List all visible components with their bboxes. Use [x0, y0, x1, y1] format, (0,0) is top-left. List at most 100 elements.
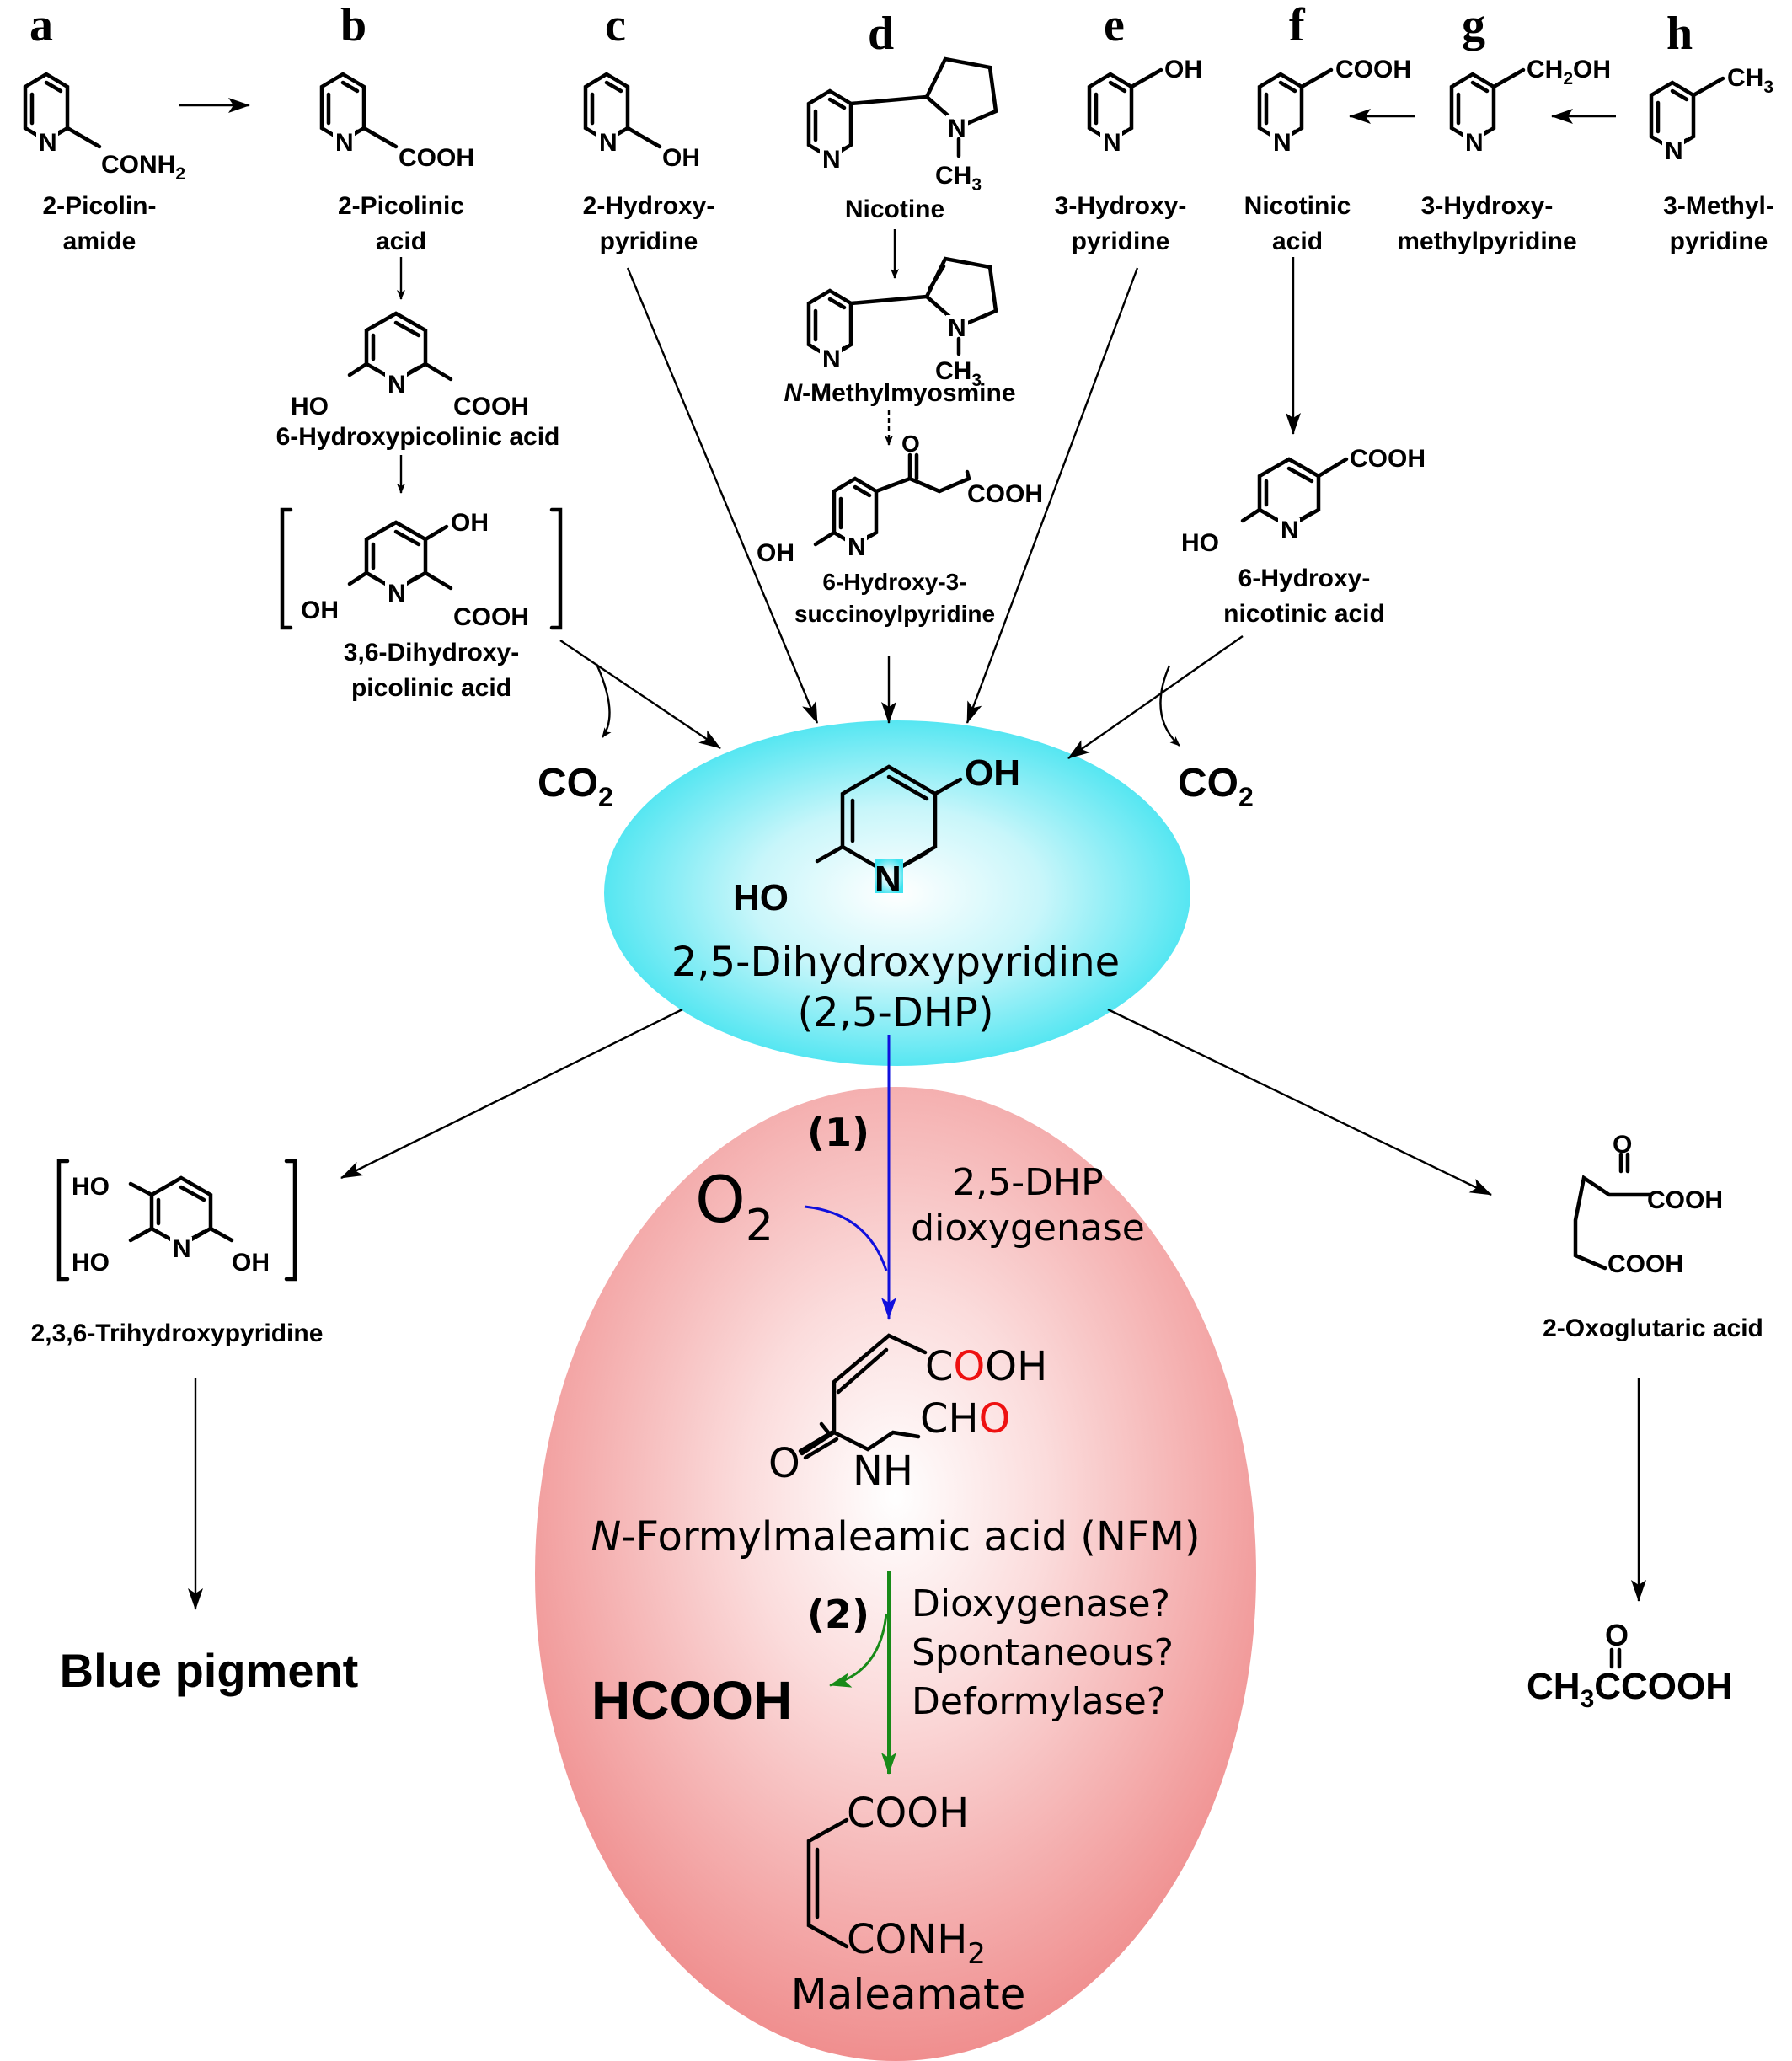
svg-text:N: N: [1465, 129, 1484, 157]
svg-text:2-Hydroxy-: 2-Hydroxy-: [583, 192, 715, 220]
svg-text:COOH: COOH: [399, 144, 474, 172]
svg-text:CH3: CH3: [1727, 64, 1773, 97]
enzyme-name-line2: dioxygenase: [911, 1207, 1145, 1250]
svg-text:OH: OH: [232, 1249, 270, 1277]
svg-text:HO: HO: [291, 393, 329, 420]
svg-text:pyridine: pyridine: [1670, 228, 1768, 255]
panel-letter-d: d: [868, 8, 894, 60]
svg-text:COOH: COOH: [925, 1343, 1047, 1390]
svg-text:CH3: CH3: [935, 162, 982, 195]
svg-text:O: O: [1605, 1618, 1629, 1652]
svg-text:acid: acid: [376, 228, 426, 255]
svg-text:pyridine: pyridine: [1072, 228, 1170, 255]
panel-letter-g: g: [1462, 0, 1485, 51]
svg-text:OH: OH: [301, 597, 339, 624]
svg-text:CH3CCOOH: CH3CCOOH: [1527, 1666, 1732, 1713]
panel-letter-h: h: [1666, 8, 1693, 60]
oxoglutaric-acid-name: 2-Oxoglutaric acid: [1543, 1314, 1763, 1342]
svg-text:OH: OH: [757, 539, 794, 567]
svg-text:N: N: [173, 1235, 191, 1263]
name-line2: amide: [63, 228, 136, 255]
svg-text:N: N: [388, 580, 406, 608]
svg-text:3-Methyl-: 3-Methyl-: [1663, 192, 1774, 220]
panel-letter-b: b: [340, 0, 366, 51]
svg-text:succinoylpyridine: succinoylpyridine: [794, 601, 995, 627]
svg-text:methylpyridine: methylpyridine: [1397, 228, 1576, 255]
arrow-e-to-dhp: [966, 267, 1139, 724]
hypothesis-deformylase: Deformylase?: [912, 1680, 1166, 1723]
converging-arrows: [559, 267, 1244, 759]
svg-text:HO: HO: [1181, 529, 1219, 557]
panel-letter-e: e: [1104, 0, 1125, 51]
svg-text:CH3: CH3: [935, 357, 982, 390]
svg-text:COOH: COOH: [1607, 1250, 1683, 1278]
svg-text:N: N: [1273, 129, 1292, 157]
svg-text:N: N: [848, 533, 866, 561]
svg-text:N: N: [822, 345, 841, 373]
enzyme-name-line1: 2,5-DHP: [952, 1161, 1103, 1204]
arrow-dhp-to-oxoglutarate: [1107, 1008, 1492, 1196]
arrow-co2-release-right: [1159, 665, 1180, 747]
svg-text:N: N: [875, 859, 901, 900]
panel-g-3-hydroxymethylpyridine: g N CH2OH 3-Hydroxy- methylpyridine: [1397, 0, 1611, 255]
svg-text:CH2OH: CH2OH: [1527, 56, 1611, 88]
svg-text:COOH: COOH: [1335, 56, 1411, 83]
svg-text:6-Hydroxy-3-: 6-Hydroxy-3-: [822, 569, 966, 595]
svg-text:N: N: [39, 129, 57, 157]
svg-text:3-Hydroxy-: 3-Hydroxy-: [1055, 192, 1187, 220]
o2-molecule: O2: [695, 1162, 773, 1251]
svg-text:6-Hydroxy-: 6-Hydroxy-: [1238, 565, 1371, 592]
svg-text:COOH: COOH: [1647, 1186, 1723, 1214]
svg-text:HO: HO: [72, 1249, 110, 1277]
hypothesis-dioxygenase: Dioxygenase?: [912, 1582, 1170, 1625]
2-oxoglutaric-acid: O COOH COOH 2-Oxoglutaric acid: [1543, 1131, 1763, 1342]
svg-text:HO: HO: [72, 1173, 110, 1201]
svg-text:COOH: COOH: [967, 480, 1043, 508]
svg-text:N: N: [388, 371, 406, 399]
svg-text:COOH: COOH: [1350, 445, 1426, 473]
svg-text:O: O: [1613, 1131, 1632, 1159]
panel-d-nicotine: d N N CH3 Nicotine: [806, 8, 998, 223]
svg-text:O: O: [768, 1440, 800, 1487]
svg-text:picolinic acid: picolinic acid: [351, 674, 511, 702]
svg-text:acid: acid: [1272, 228, 1323, 255]
svg-text:pyridine: pyridine: [600, 228, 698, 255]
arrow-o2-uptake: [804, 1205, 888, 1271]
svg-text:6-Hydroxypicolinic acid: 6-Hydroxypicolinic acid: [276, 423, 560, 451]
svg-text:OH: OH: [451, 509, 489, 537]
arrow-c-to-dhp: [626, 267, 819, 724]
svg-text:CONH2: CONH2: [847, 1916, 986, 1971]
dhp-abbreviation: (2,5-DHP): [797, 989, 993, 1036]
svg-text:2-Picolinic: 2-Picolinic: [338, 192, 464, 220]
svg-text:NH: NH: [853, 1448, 913, 1495]
panel-e-3-hydroxypyridine: e N OH 3-Hydroxy- pyridine: [1055, 0, 1202, 255]
arrow-b-branch-to-dhp: [559, 640, 721, 749]
hypothesis-spontaneous: Spontaneous?: [912, 1631, 1174, 1674]
6-hydroxy-3-succinoylpyridine: N OH O COOH 6-Hydroxy-3- succinoylpyridi…: [757, 431, 1043, 627]
svg-text:OH: OH: [1164, 56, 1202, 83]
svg-text:COOH: COOH: [847, 1790, 969, 1837]
nfm-structure: COOH CHO O NH N-Formylmaleamic acid (NFM…: [591, 1333, 1201, 1560]
pyruvic-acid: O CH3CCOOH: [1527, 1618, 1732, 1713]
arrow-formate-release: [829, 1613, 888, 1688]
svg-text:N: N: [948, 115, 966, 142]
trihydroxypyridine-name: 2,3,6-Trihydroxypyridine: [31, 1320, 324, 1347]
panel-c-2-hydroxypyridine: c N OH 2-Hydroxy- pyridine: [583, 0, 715, 255]
svg-text:nicotinic acid: nicotinic acid: [1223, 600, 1385, 628]
svg-text:O: O: [901, 431, 920, 457]
arrow-dhp-to-trihydroxypyridine: [340, 1008, 683, 1180]
svg-text:HO: HO: [733, 877, 789, 918]
co2-left: CO2: [538, 761, 613, 812]
panel-letter-a: a: [29, 0, 53, 51]
name-line1: 2-Picolin-: [42, 192, 156, 220]
nfm-highlight-ellipse: [535, 1087, 1256, 2061]
6-hydroxypicolinic-acid: N HO COOH 6-Hydroxypicolinic acid: [276, 311, 560, 451]
svg-text:COOH: COOH: [453, 393, 529, 420]
svg-text:Nicotinic: Nicotinic: [1244, 192, 1351, 220]
panel-letter-f: f: [1289, 0, 1306, 51]
svg-text:N-Methylmyosmine: N-Methylmyosmine: [784, 379, 1015, 407]
svg-text:3-Hydroxy-: 3-Hydroxy-: [1421, 192, 1554, 220]
panel-a-picolinamide: a N CONH2 2-Picolin- amide: [23, 0, 185, 255]
svg-text:CONH2: CONH2: [101, 151, 185, 184]
